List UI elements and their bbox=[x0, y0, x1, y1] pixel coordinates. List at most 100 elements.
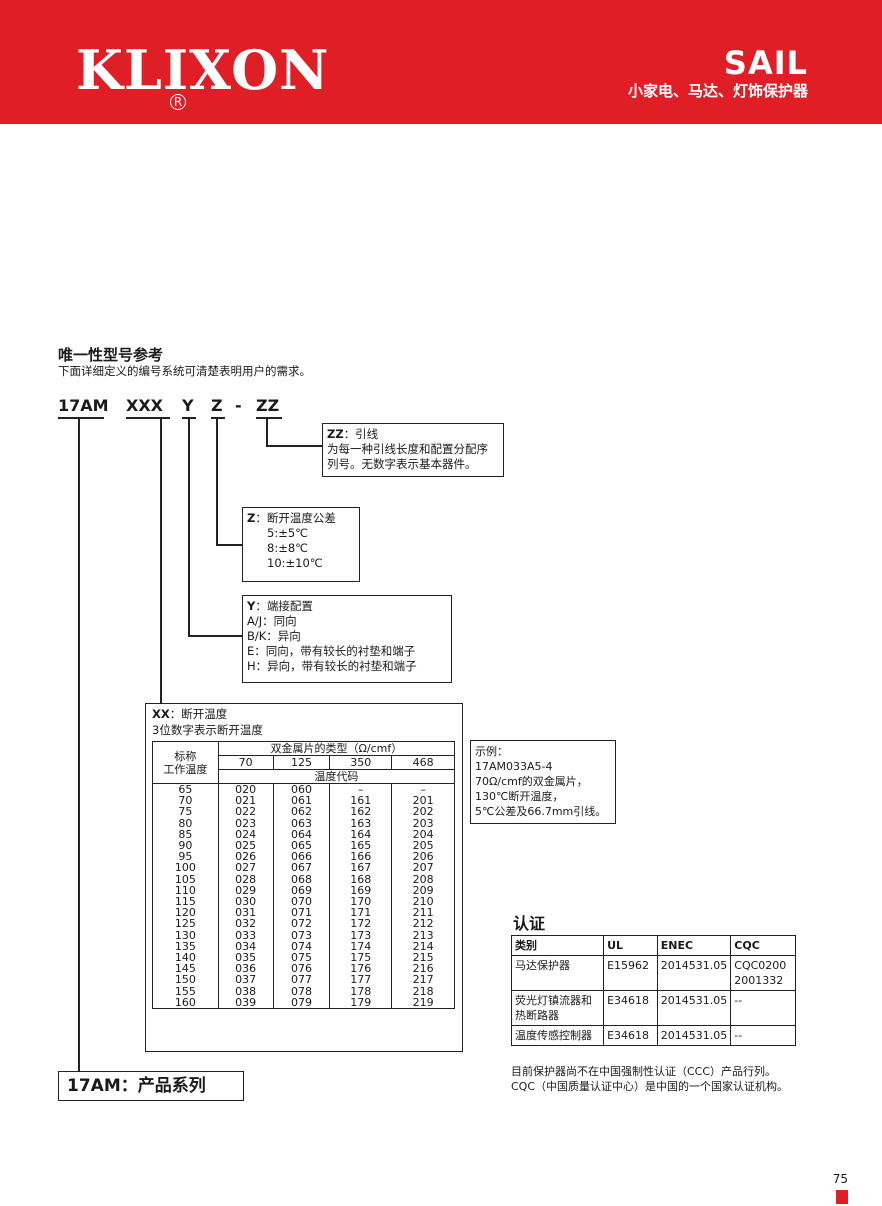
temperature-code-cell: 209 bbox=[391, 885, 455, 896]
corner-header: 标称 工作温度 bbox=[152, 741, 219, 784]
temperature-code-cell: 219 bbox=[391, 996, 455, 1010]
temperature-code-cell: 072 bbox=[272, 918, 331, 930]
temperature-code-cell: 206 bbox=[391, 851, 455, 862]
temperature-code-cell: 037 bbox=[217, 974, 274, 986]
cert-cqc-cell: -- bbox=[730, 990, 796, 1026]
temperature-code-cell: 203 bbox=[391, 817, 455, 829]
temperature-code-cell: 177 bbox=[329, 974, 393, 986]
certification-title: 认证 bbox=[513, 914, 546, 933]
page-number: 75 bbox=[832, 1172, 848, 1186]
brand-tagline: 小家电、马达、灯饰保护器 bbox=[627, 82, 808, 100]
temperature-code-cell: 033 bbox=[217, 929, 274, 941]
temperature-code-cell: 022 bbox=[217, 806, 274, 818]
brand-name: SAIL bbox=[723, 44, 808, 82]
lead-line-2: 列号。无数字表示基本器件。 bbox=[327, 457, 477, 471]
nominal-temperature-cell: 75 bbox=[152, 806, 219, 818]
temperature-code-cell: 031 bbox=[217, 907, 274, 918]
type-125-header: 125 bbox=[272, 755, 331, 770]
header-band bbox=[0, 0, 882, 124]
temperature-code-cell: 202 bbox=[391, 806, 455, 818]
cert-enec-cell: 2014531.05 bbox=[656, 1025, 732, 1046]
temperature-code-cell: 065 bbox=[272, 840, 331, 851]
bimetal-type-header: 双金属片的类型（Ω/cmf） bbox=[217, 741, 456, 756]
lead-box: ZZ：引线 为每一种引线长度和配置分配序 列号。无数字表示基本器件。 bbox=[322, 423, 504, 477]
temperature-key: XX bbox=[152, 707, 170, 721]
temperature-code-cell: 067 bbox=[272, 862, 331, 874]
temperature-code-cell: 020 bbox=[217, 783, 274, 796]
temperature-code-cell: 060 bbox=[272, 783, 331, 796]
temperature-code-cell: 214 bbox=[391, 941, 455, 952]
temperature-code-cell: 218 bbox=[391, 985, 455, 997]
temperature-code-cell: 205 bbox=[391, 840, 455, 851]
example-line-5: 5℃公差及66.7mm引线。 bbox=[475, 805, 607, 818]
temperature-code-cell: 079 bbox=[272, 996, 331, 1010]
temperature-code-cell: 064 bbox=[272, 829, 331, 840]
terminal-line-3: E：同向，带有较长的衬垫和端子 bbox=[247, 644, 416, 658]
klixon-logo: KLIXON bbox=[76, 38, 330, 102]
temperature-subtitle: 3位数字表示断开温度 bbox=[152, 723, 263, 737]
tolerance-box: Z：断开温度公差 5:±5℃ 8:±8℃ 10:±10℃ bbox=[242, 507, 360, 582]
lead-key: ZZ bbox=[327, 427, 344, 441]
temperature-code-cell: 172 bbox=[329, 918, 393, 930]
temperature-code-cell: 210 bbox=[391, 896, 455, 907]
temperature-code-cell: 032 bbox=[217, 918, 274, 930]
temperature-code-cell: 215 bbox=[391, 952, 455, 963]
temperature-code-cell: 070 bbox=[272, 896, 331, 907]
code-part-terminal: Y bbox=[182, 396, 194, 415]
registered-mark: R bbox=[170, 94, 186, 110]
temperature-code-cell: 074 bbox=[272, 941, 331, 952]
temperature-code-header: 温度代码 bbox=[217, 769, 456, 784]
temperature-code-cell: 023 bbox=[217, 817, 274, 829]
tolerance-key: Z bbox=[247, 511, 256, 525]
terminal-line-2: B/K：异向 bbox=[247, 629, 301, 643]
cert-note-2: CQC（中国质量认证中心）是中国的一个国家认证机构。 bbox=[511, 1080, 789, 1093]
tolerance-line-1: 5:±5℃ bbox=[267, 526, 309, 540]
lead-title: ：引线 bbox=[343, 427, 379, 441]
nominal-temperature-cell: 150 bbox=[152, 974, 219, 986]
cert-category-cell: 马达保护器 bbox=[510, 955, 605, 991]
terminal-box: Y：端接配置 A/J：同向 B/K：异向 E：同向，带有较长的衬垫和端子 H：异… bbox=[242, 595, 452, 683]
corner-header-line-2: 工作温度 bbox=[163, 762, 208, 776]
underline-lead bbox=[256, 417, 282, 419]
code-part-temp: XXX bbox=[126, 396, 164, 415]
connector-temp bbox=[160, 419, 162, 703]
temperature-code-cell: 024 bbox=[217, 829, 274, 840]
temperature-code-cell: 063 bbox=[272, 817, 331, 829]
cert-note-1: 目前保护器尚不在中国强制性认证（CCC）产品行列。 bbox=[511, 1065, 777, 1078]
type-468-header: 468 bbox=[391, 755, 455, 770]
connector-series bbox=[78, 419, 80, 1071]
temperature-code-cell: – bbox=[391, 783, 455, 796]
nominal-temperature-cell: 100 bbox=[152, 862, 219, 874]
temperature-code-cell: 077 bbox=[272, 974, 331, 986]
tolerance-line-3: 10:±10℃ bbox=[267, 556, 323, 570]
example-line-3: 70Ω/cmf的双金属片， bbox=[475, 775, 588, 788]
temperature-code-cell: 030 bbox=[217, 896, 274, 907]
cert-ul-cell: E34618 bbox=[603, 1025, 658, 1046]
temperature-code-cell: 029 bbox=[217, 885, 274, 896]
terminal-line-1: A/J：同向 bbox=[247, 614, 297, 628]
code-part-lead: ZZ bbox=[256, 396, 280, 415]
example-line-4: 130℃断开温度， bbox=[475, 790, 564, 803]
cert-enec-cell: 2014531.05 bbox=[656, 990, 732, 1026]
connector-tolerance bbox=[216, 419, 218, 546]
temperature-code-cell: 034 bbox=[217, 941, 274, 952]
cert-header-category: 类别 bbox=[510, 935, 605, 956]
temperature-code-cell: 039 bbox=[217, 996, 274, 1010]
temperature-code-cell: 208 bbox=[391, 873, 455, 885]
cert-cqc-cell: -- bbox=[730, 1025, 796, 1046]
temperature-code-cell: 066 bbox=[272, 851, 331, 862]
temperature-code-cell: 026 bbox=[217, 851, 274, 862]
temperature-code-cell: 035 bbox=[217, 952, 274, 963]
nominal-temperature-cell: 160 bbox=[152, 996, 219, 1010]
